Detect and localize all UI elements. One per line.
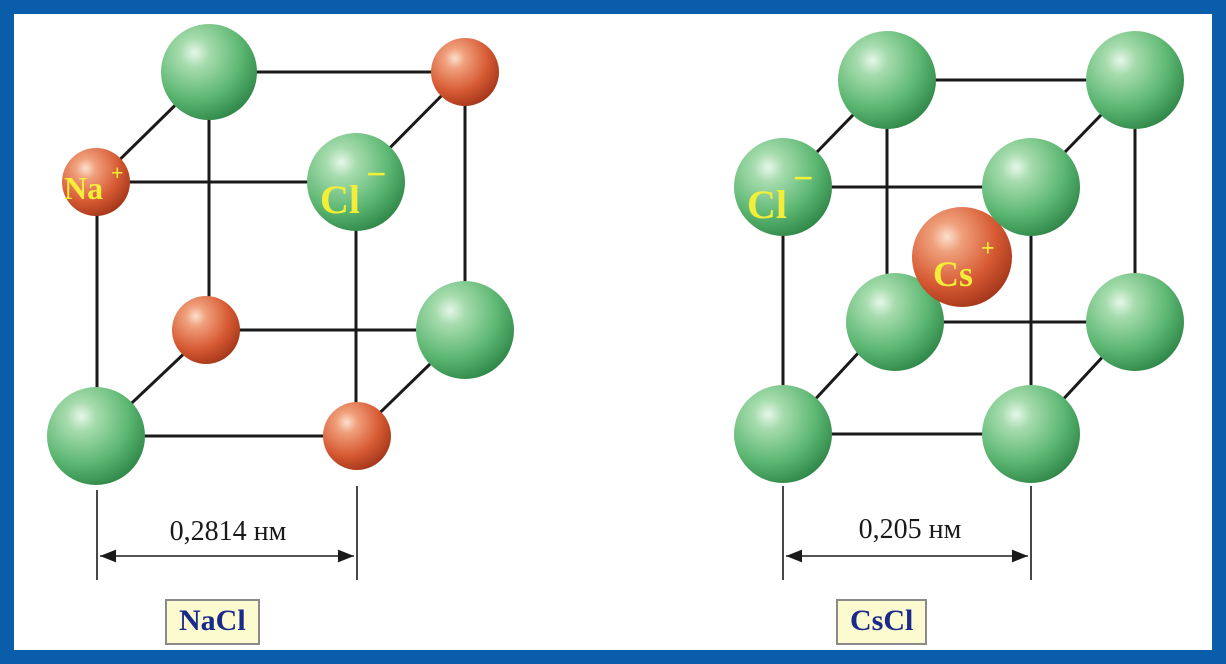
cl-ion-front-bottom-left [734, 385, 832, 483]
cl-ion-back-top-right [1086, 31, 1184, 129]
nacl-lattice: Na + Cl − 0,2814 нм [47, 24, 514, 580]
nacl-formula-label: NaCl [165, 599, 260, 645]
na-ion-front-top-left [62, 148, 130, 216]
cl-label: Cl [747, 182, 787, 227]
na-ion-back-bottom-left [172, 296, 240, 364]
cl-ion-front-top-left [734, 138, 832, 236]
cscl-dimension-label: 0,205 нм [859, 514, 962, 545]
na-charge: + [111, 160, 124, 185]
nacl-cube-edges [95, 70, 467, 438]
cs-label: Cs [933, 254, 973, 294]
cl-ion-back-bottom-right [416, 281, 514, 379]
na-ion-front-bottom-right [323, 402, 391, 470]
cl-ion-front-top-right [982, 138, 1080, 236]
cl-ion-front-bottom-left [47, 387, 145, 485]
nacl-dimension-lines [96, 486, 358, 580]
na-label: Na [64, 170, 103, 206]
diagram-frame: Na + Cl − 0,2814 нм [14, 14, 1212, 650]
cl-charge: − [793, 158, 814, 198]
cscl-dimension-lines [782, 486, 1032, 580]
cl-ion-back-bottom-right [1086, 273, 1184, 371]
cs-ion-center [912, 207, 1012, 307]
nacl-dimension-label: 0,2814 нм [170, 516, 287, 547]
cl-ion-back-top-left [838, 31, 936, 129]
cl-ion-front-top-right [307, 133, 405, 231]
cl-charge: − [366, 154, 387, 194]
cscl-lattice: Cl − Cs + 0,205 нм [734, 31, 1184, 580]
cl-label: Cl [320, 177, 360, 222]
crystal-lattice-diagram: Na + Cl − 0,2814 нм [47, 24, 1184, 580]
cscl-formula-label: CsCl [836, 599, 928, 645]
cs-charge: + [981, 236, 995, 262]
cl-ion-back-top-left [161, 24, 257, 120]
cl-ion-back-bottom-left [846, 273, 944, 371]
na-ion-back-top-right [431, 38, 499, 106]
cl-ion-front-bottom-right [982, 385, 1080, 483]
